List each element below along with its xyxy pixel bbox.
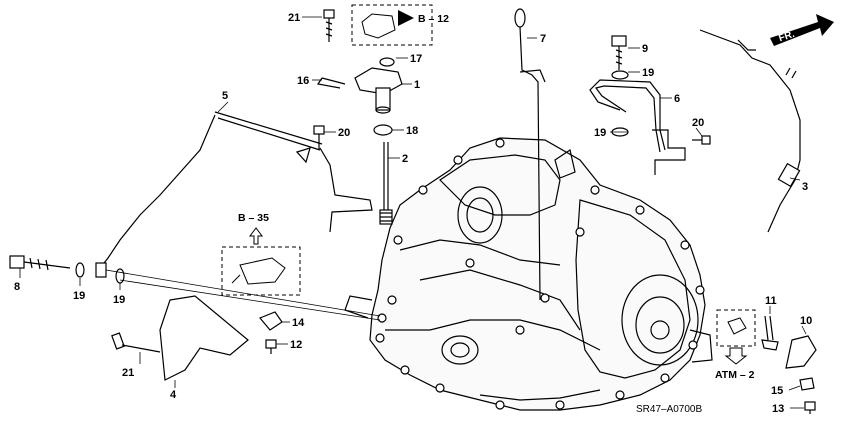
- part-13-bolt[interactable]: [804, 401, 816, 414]
- part-9-bolt[interactable]: [611, 35, 627, 70]
- callout-13[interactable]: 13: [772, 403, 784, 415]
- callout-19-upper[interactable]: 19: [642, 67, 654, 79]
- part-16-clip[interactable]: [316, 77, 346, 89]
- part-11-bracket[interactable]: [761, 315, 779, 351]
- callout-20-right[interactable]: 20: [692, 117, 704, 129]
- part-20-bolt-left[interactable]: [313, 125, 325, 150]
- callout-21-top[interactable]: 21: [288, 12, 300, 24]
- front-direction-label: FR.: [777, 29, 796, 45]
- part-19-washer-lower-a[interactable]: [75, 262, 85, 278]
- ref-box-b12: B – 12: [351, 4, 449, 46]
- callout-8[interactable]: 8: [14, 281, 20, 293]
- part-19-washer-upper[interactable]: [611, 70, 629, 80]
- part-14-bracket[interactable]: [259, 311, 283, 331]
- callout-6[interactable]: 6: [674, 93, 680, 105]
- part-21-bolt-top[interactable]: [323, 9, 335, 42]
- callout-12[interactable]: 12: [290, 339, 302, 351]
- callout-2[interactable]: 2: [402, 153, 408, 165]
- callout-7[interactable]: 7: [540, 33, 546, 45]
- case-bolts: [375, 138, 705, 410]
- callout-19-lower-b[interactable]: 19: [113, 294, 125, 306]
- ref-box-atm2: ATM – 2: [715, 309, 756, 381]
- callout-17[interactable]: 17: [410, 53, 422, 65]
- components: [9, 8, 817, 414]
- callout-11[interactable]: 11: [765, 295, 777, 307]
- part-7-dipstick[interactable]: [514, 8, 546, 301]
- callout-20-left[interactable]: 20: [338, 127, 350, 139]
- ref-box-b35: B – 35: [221, 212, 301, 296]
- part-3-shift-cable[interactable]: [699, 29, 801, 233]
- transmission-case: [344, 137, 713, 411]
- part-4-bracket[interactable]: [159, 295, 249, 381]
- callout-labels: 21 17 16 1 7 9 19 6 20 19 5 20 18 2 3 8 …: [14, 12, 812, 415]
- part-10-cover[interactable]: [785, 335, 817, 369]
- callout-10[interactable]: 10: [800, 315, 812, 327]
- ref-label-b35[interactable]: B – 35: [238, 212, 269, 224]
- callout-19-lower-a[interactable]: 19: [73, 290, 85, 302]
- callout-16[interactable]: 16: [297, 75, 309, 87]
- part-21-bolt-lower[interactable]: [111, 332, 161, 353]
- part-1-speed-sensor[interactable]: [354, 67, 403, 114]
- leader-lines: [19, 16, 807, 409]
- callout-9[interactable]: 9: [642, 43, 648, 55]
- part-15-clip[interactable]: [799, 377, 815, 391]
- part-19-washer-lower-b[interactable]: [115, 268, 125, 284]
- part-8-banjo-bolt[interactable]: [9, 255, 71, 271]
- part-18-o-ring[interactable]: [373, 124, 393, 136]
- part-17-o-ring[interactable]: [379, 57, 395, 67]
- callout-19-middle[interactable]: 19: [594, 127, 606, 139]
- callout-1[interactable]: 1: [414, 79, 420, 91]
- callout-18[interactable]: 18: [406, 125, 418, 137]
- callout-15[interactable]: 15: [771, 385, 783, 397]
- callout-21-lower[interactable]: 21: [122, 367, 134, 379]
- front-direction-arrow: FR.: [770, 14, 834, 46]
- callout-4[interactable]: 4: [170, 389, 177, 401]
- part-2-driven-gear[interactable]: [379, 142, 393, 225]
- diagram-code: SR47–A0700B: [636, 404, 702, 415]
- part-20-bolt-right[interactable]: [692, 135, 711, 145]
- callout-3[interactable]: 3: [802, 181, 808, 193]
- callout-14[interactable]: 14: [292, 317, 305, 329]
- callout-5[interactable]: 5: [222, 90, 228, 102]
- part-12-bolt[interactable]: [265, 339, 277, 354]
- part-6-cooler-line[interactable]: [589, 79, 686, 175]
- ref-label-b12[interactable]: B – 12: [418, 13, 449, 25]
- ref-label-atm2[interactable]: ATM – 2: [715, 369, 755, 381]
- part-5-cooler-hose[interactable]: [95, 111, 373, 278]
